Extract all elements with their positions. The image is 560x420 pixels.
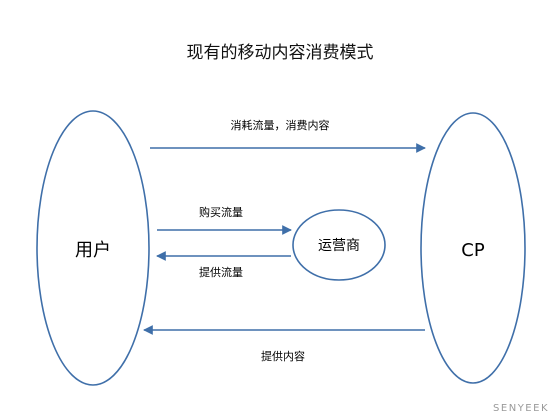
watermark-logo: SENYEEK: [493, 403, 549, 414]
buy-traffic-label: 购买流量: [199, 205, 243, 219]
operator-label: 运营商: [318, 238, 360, 254]
operator-ellipse: [292, 209, 386, 281]
user-label: 用户: [75, 240, 111, 261]
user-ellipse: [36, 110, 150, 386]
diagram-title: 现有的移动内容消费模式: [187, 43, 374, 63]
consume-label: 消耗流量，消费内容: [231, 118, 330, 132]
cp-ellipse: [420, 112, 526, 384]
cp-label: CP: [461, 240, 485, 261]
provide-content-label: 提供内容: [261, 349, 305, 363]
provide-traffic-label: 提供流量: [199, 265, 243, 279]
